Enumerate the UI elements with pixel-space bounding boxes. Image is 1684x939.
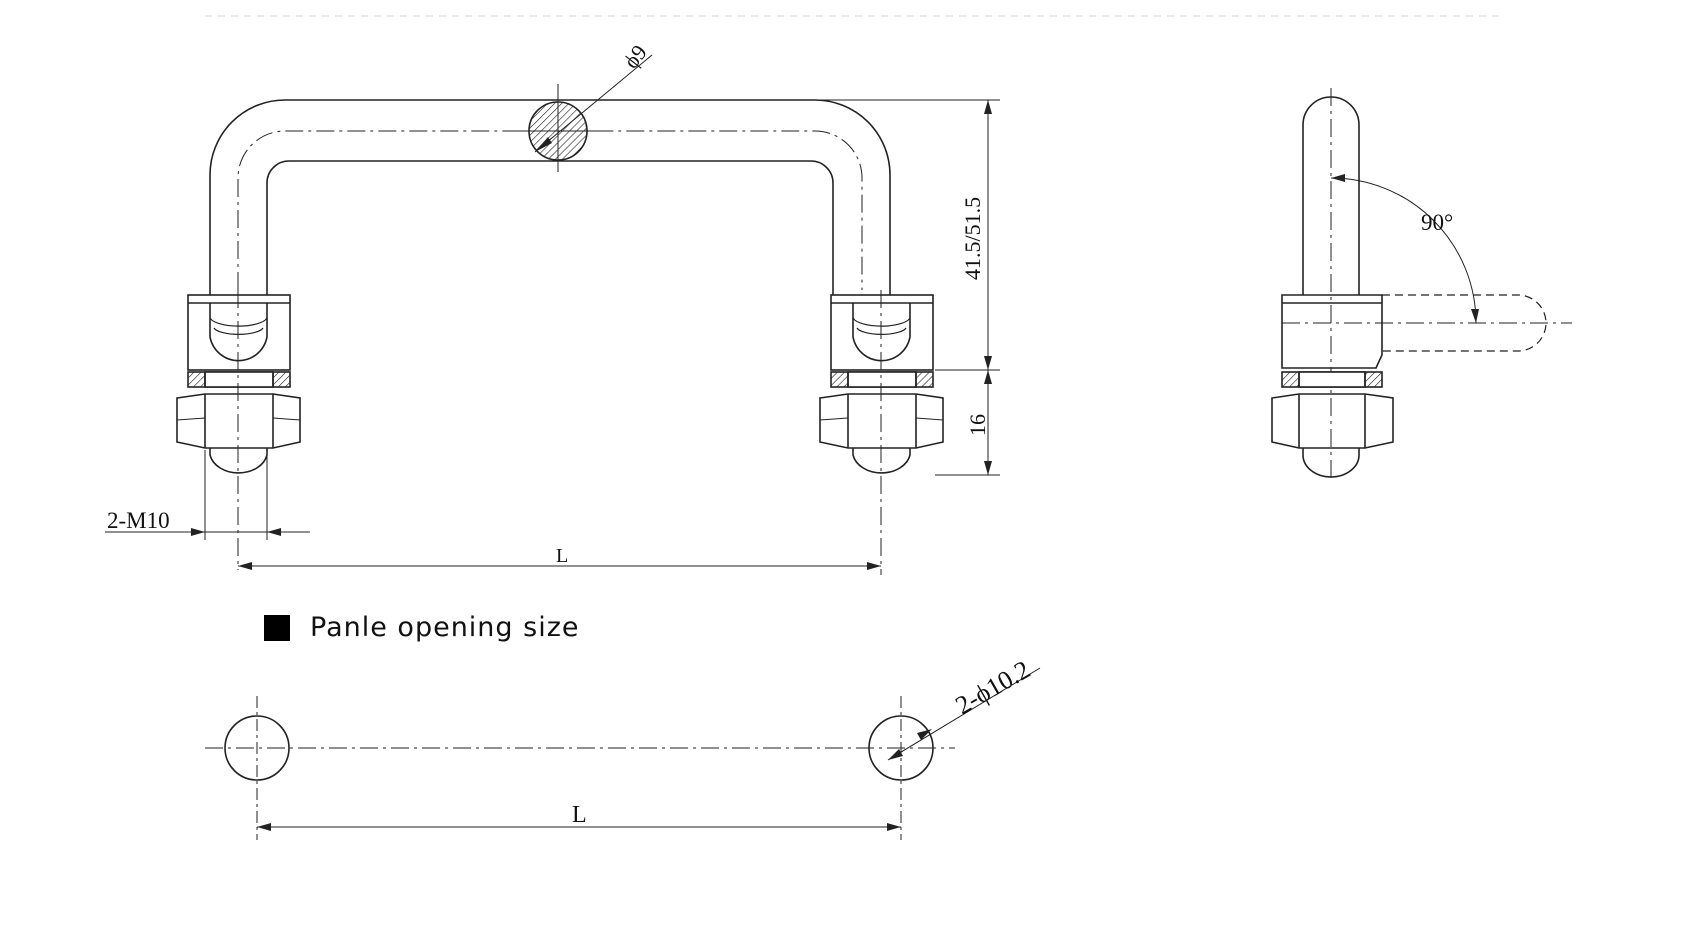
left-mount — [176, 290, 301, 570]
length-dim-top-label: L — [556, 545, 568, 567]
handle-bar-inner — [266, 160, 834, 295]
hole-dim-label: 2-ϕ10.2 — [951, 655, 1036, 721]
thread-dim-label: 2-M10 — [107, 508, 170, 533]
section-title: Panle opening size — [310, 612, 580, 643]
square-bullet-icon — [264, 614, 290, 641]
tube-diameter-label: ϕ9 — [618, 40, 652, 73]
height-dim-label: 41.5/51.5 — [960, 197, 985, 280]
folded-handle-phantom — [1382, 294, 1547, 352]
right-mount — [819, 290, 944, 575]
diameter-leader — [534, 54, 653, 153]
handle-bar-outer — [209, 99, 891, 295]
panel-opening-view — [205, 667, 1041, 840]
front-view — [105, 54, 1000, 575]
angle-dim-label: 90° — [1421, 210, 1453, 235]
hole-left — [224, 715, 290, 781]
nut-height-label: 16 — [965, 414, 990, 436]
angle-arc — [1330, 177, 1477, 324]
side-view — [1271, 88, 1572, 482]
length-dim-bottom-label: L — [572, 802, 587, 828]
section-heading: Panle opening size — [264, 612, 580, 643]
